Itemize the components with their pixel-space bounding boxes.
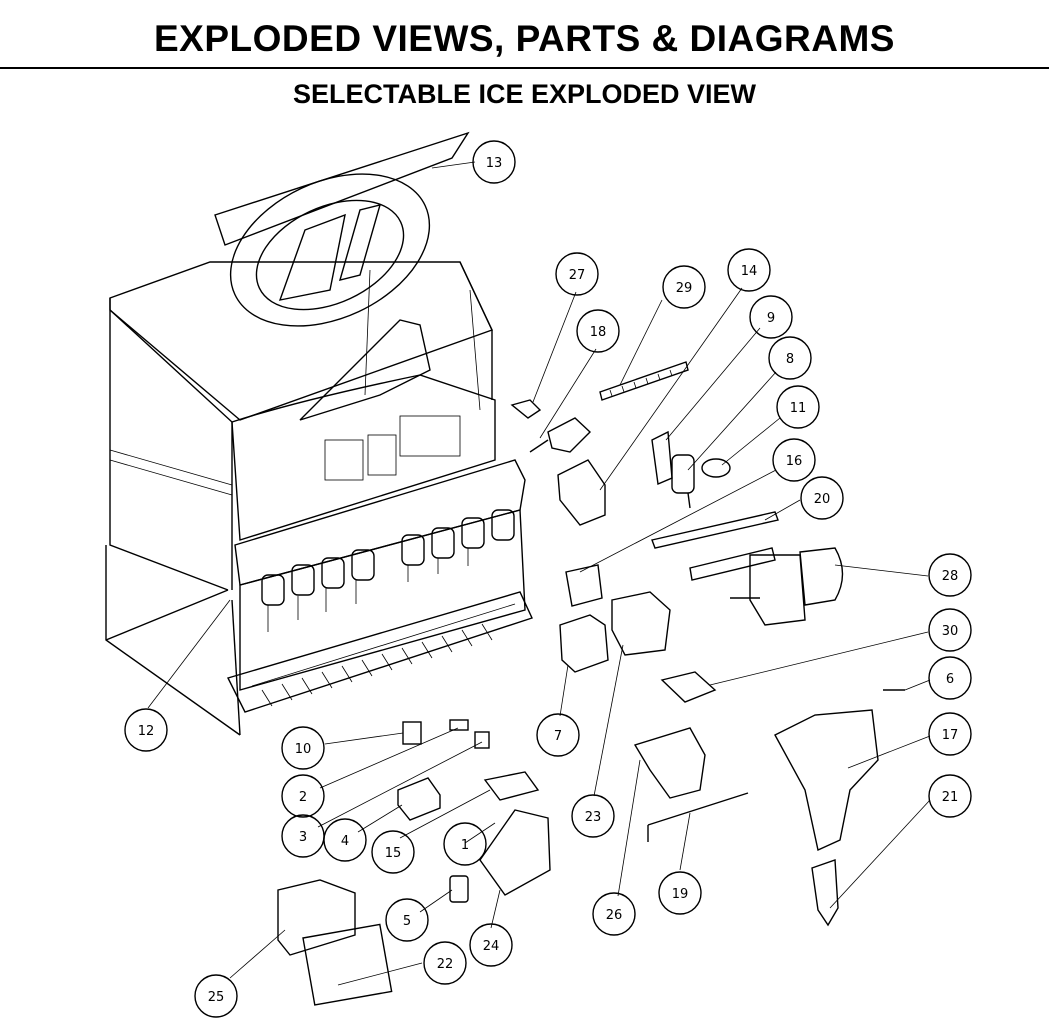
callout-label: 7 <box>554 729 562 744</box>
callout-7: 7 <box>536 713 580 757</box>
callout-19: 19 <box>658 871 702 915</box>
callout-label: 16 <box>786 454 803 469</box>
callout-label: 10 <box>295 742 312 757</box>
callout-label: 19 <box>672 887 689 902</box>
callout-label: 2 <box>299 790 307 805</box>
page-subtitle: SELECTABLE ICE EXPLODED VIEW <box>292 79 757 109</box>
callout-label: 3 <box>299 830 307 845</box>
callout-label: 8 <box>786 352 794 367</box>
callout-label: 14 <box>741 264 758 279</box>
callout-label: 23 <box>585 810 602 825</box>
callout-label: 12 <box>138 724 155 739</box>
callout-14: 14 <box>727 248 771 292</box>
callout-18: 18 <box>576 309 620 353</box>
callout-21: 21 <box>928 774 972 818</box>
callout-2: 2 <box>281 774 325 818</box>
callout-label: 5 <box>403 914 411 929</box>
callout-label: 21 <box>942 790 959 805</box>
callout-label: 30 <box>942 624 959 639</box>
callout-22: 22 <box>423 941 467 985</box>
callout-16: 16 <box>772 438 816 482</box>
callout-30: 30 <box>928 608 972 652</box>
callout-label: 29 <box>676 281 693 296</box>
callout-5: 5 <box>385 898 429 942</box>
dispenser-cabinet <box>105 261 533 736</box>
callout-29: 29 <box>662 265 706 309</box>
callout-label: 11 <box>790 401 807 416</box>
leader-lines <box>147 161 931 986</box>
callout-17: 17 <box>928 712 972 756</box>
callout-label: 20 <box>814 492 831 507</box>
callout-23: 23 <box>571 794 615 838</box>
ice-bin-lid <box>214 131 470 327</box>
callout-25: 25 <box>194 974 238 1018</box>
callout-label: 13 <box>486 156 503 171</box>
callout-label: 25 <box>208 990 225 1005</box>
callout-1: 1 <box>443 822 487 866</box>
callout-24: 24 <box>469 923 513 967</box>
callout-label: 26 <box>606 908 623 923</box>
callout-label: 1 <box>461 838 469 853</box>
callout-6: 6 <box>928 656 972 700</box>
callouts: 1 2 3 4 5 6 7 8 9 10 11 12 13 14 15 16 1… <box>124 140 972 1018</box>
callout-label: 17 <box>942 728 959 743</box>
callout-15: 15 <box>371 830 415 874</box>
callout-27: 27 <box>555 252 599 296</box>
callout-label: 27 <box>569 268 586 283</box>
callout-13: 13 <box>472 140 516 184</box>
callout-label: 22 <box>437 957 454 972</box>
title-rule <box>0 67 1049 69</box>
callout-label: 18 <box>590 325 607 340</box>
callout-label: 9 <box>767 311 775 326</box>
callout-8: 8 <box>768 336 812 380</box>
callout-9: 9 <box>749 295 793 339</box>
page-title: EXPLODED VIEWS, PARTS & DIAGRAMS <box>154 18 895 59</box>
callout-label: 24 <box>483 939 500 954</box>
callout-3: 3 <box>281 814 325 858</box>
callout-26: 26 <box>592 892 636 936</box>
callout-4: 4 <box>323 818 367 862</box>
callout-label: 28 <box>942 569 959 584</box>
callout-20: 20 <box>800 476 844 520</box>
callout-10: 10 <box>281 726 325 770</box>
callout-11: 11 <box>776 385 820 429</box>
callout-label: 4 <box>341 834 349 849</box>
callout-label: 6 <box>946 672 954 687</box>
callout-label: 15 <box>385 846 402 861</box>
callout-12: 12 <box>124 708 168 752</box>
callout-28: 28 <box>928 553 972 597</box>
parts-group <box>277 361 905 1006</box>
